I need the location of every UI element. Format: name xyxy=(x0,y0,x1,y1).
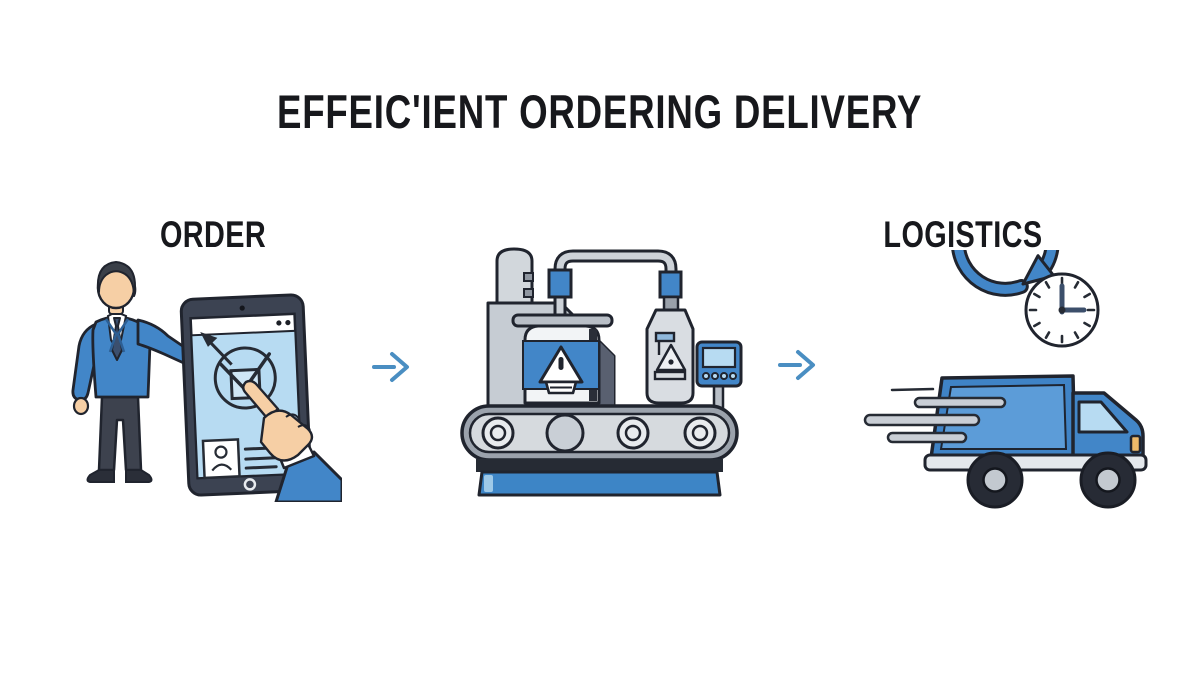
order-step-label: ORDER xyxy=(159,214,267,255)
factory-machine-icon xyxy=(460,247,743,497)
tower-cylinder xyxy=(495,247,534,320)
speed-lines xyxy=(863,387,1007,444)
logistics-step-label: LOGISTICS xyxy=(883,214,1043,255)
clock-icon xyxy=(951,250,1100,348)
pipe-valve xyxy=(547,268,573,299)
pipe-valve xyxy=(658,270,683,299)
cab-window xyxy=(1077,400,1129,434)
pipe xyxy=(553,249,678,319)
logistics-illustration xyxy=(855,250,1150,510)
page-title: EFFEIC'IENT ORDERING DELIVERY xyxy=(277,85,923,138)
order-illustration xyxy=(52,252,342,502)
conveyor-belt-icon xyxy=(460,404,739,462)
right-arrow-icon xyxy=(778,345,822,385)
right-arrow-icon xyxy=(372,347,416,387)
large-tank-icon xyxy=(511,313,614,405)
small-tank-icon xyxy=(645,295,695,405)
pointing-hand-icon xyxy=(242,379,342,502)
machine-base xyxy=(477,470,722,497)
headlight xyxy=(1129,434,1142,454)
delivery-truck-icon xyxy=(863,374,1148,509)
control-panel-icon xyxy=(695,340,743,413)
wheel-icon xyxy=(1079,451,1137,509)
wheel-icon xyxy=(966,451,1024,509)
camera-dot xyxy=(239,305,245,311)
person-icon xyxy=(71,261,208,483)
production-illustration xyxy=(452,243,747,498)
home-button xyxy=(243,478,257,491)
